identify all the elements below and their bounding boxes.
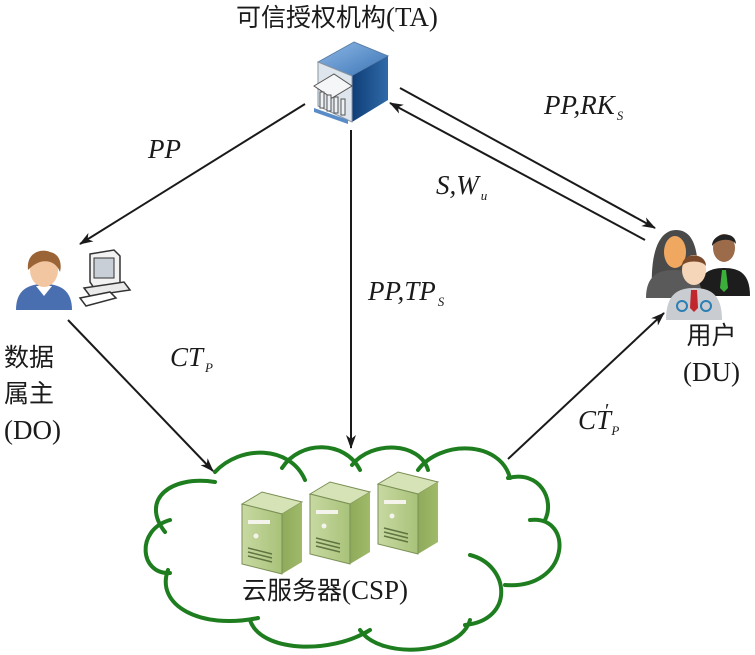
ta-abbr: (TA): [386, 2, 438, 32]
arrow-do-to-csp: [67, 319, 214, 472]
edge-label-sub: S: [437, 294, 445, 309]
du-name: 用户: [686, 321, 737, 350]
du-label: 用户 (DU): [683, 318, 740, 390]
edge-label-csp-to-du: CT′P: [578, 400, 619, 439]
person-icon: [16, 250, 72, 310]
edge-label-sub: P: [611, 423, 620, 438]
csp-label: 云服务器(CSP): [242, 575, 408, 606]
doctor-figure: [666, 255, 722, 320]
person-computer-icon: [16, 249, 132, 310]
server-cluster-icon: [240, 471, 440, 575]
edge-label-main: CT: [170, 342, 204, 372]
edge-label-sub: P: [205, 360, 213, 375]
csp-abbr: (CSP): [342, 575, 409, 605]
edge-label-main: S,W: [436, 170, 479, 200]
user-group-icon: [646, 230, 750, 320]
arrow-csp-to-du: [507, 312, 665, 460]
arrow-ta-to-do: [79, 103, 306, 245]
edge-label-sub: u: [480, 188, 488, 203]
do-name-line2: 属主: [4, 379, 55, 408]
cloud-shape: [143, 445, 562, 652]
edge-label-ta-to-do: PP: [148, 134, 181, 165]
arrow-ta-to-du: [399, 87, 656, 229]
edge-label-prime: ′: [605, 400, 610, 422]
edge-label-main: PP,TP: [368, 276, 436, 306]
computer-icon: [78, 249, 132, 307]
ta-label: 可信授权机构(TA): [236, 2, 438, 33]
do-name-line1: 数据: [4, 343, 55, 372]
server-1: [240, 491, 304, 575]
server-2: [308, 481, 372, 565]
csp-name: 云服务器: [242, 576, 343, 605]
ta-name: 可信授权机构: [236, 3, 387, 32]
server-3: [376, 471, 440, 555]
man-figure: [698, 234, 750, 296]
edge-label-main: CT: [578, 405, 612, 435]
du-abbr: (DU): [683, 357, 740, 387]
edge-label-sub: S: [616, 108, 624, 123]
edge-label-main: PP: [148, 134, 181, 164]
bank-building-icon: [313, 41, 390, 124]
do-label: 数据 属主 (DO): [4, 340, 61, 448]
arrow-du-to-ta: [389, 102, 646, 241]
edge-label-main: PP,RK: [544, 90, 615, 120]
do-abbr: (DO): [4, 415, 61, 445]
